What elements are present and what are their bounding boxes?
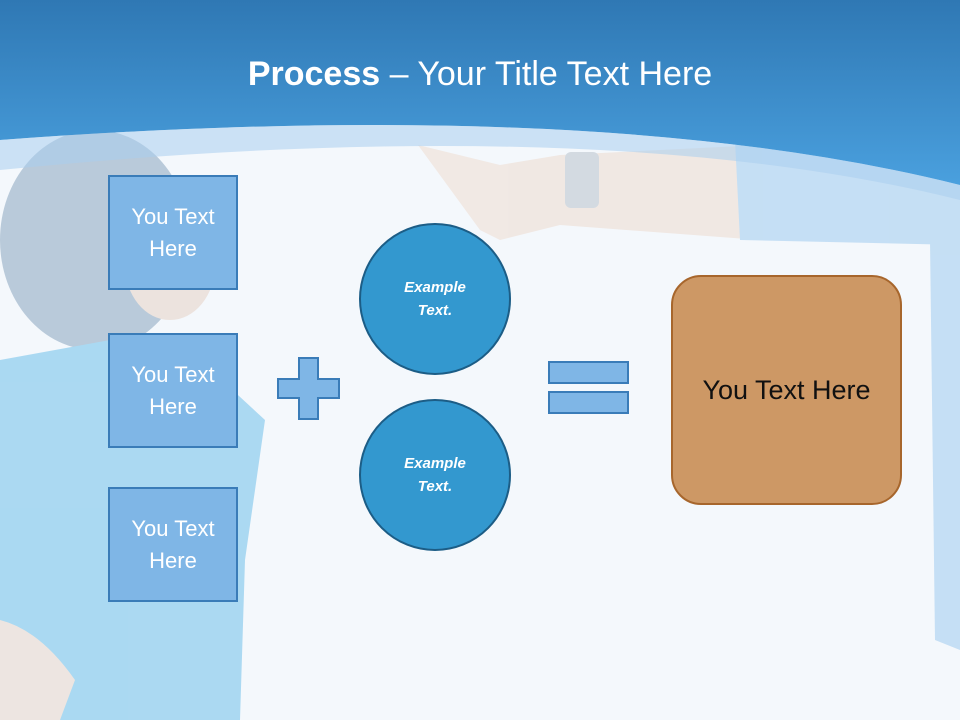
slide-title: Process – Your Title Text Here [0, 52, 960, 96]
input-box-label: You Text Here [131, 361, 215, 419]
example-circle-label: Example Text. [404, 455, 466, 495]
input-box-2[interactable]: You Text Here [108, 333, 238, 448]
input-box-3[interactable]: You Text Here [108, 487, 238, 602]
result-box-label: You Text Here [702, 375, 871, 405]
result-box[interactable]: You Text Here [671, 275, 902, 505]
example-circle-1[interactable]: Example Text. [359, 223, 511, 375]
example-circle-2[interactable]: Example Text. [359, 399, 511, 551]
example-circle-label: Example Text. [404, 279, 466, 319]
title-rest: – Your Title Text Here [380, 55, 713, 93]
equals-icon [548, 361, 629, 414]
input-box-label: You Text Here [131, 203, 215, 261]
plus-icon [277, 357, 340, 420]
input-box-label: You Text Here [131, 515, 215, 573]
title-bold: Process [247, 55, 381, 93]
input-box-1[interactable]: You Text Here [108, 175, 238, 290]
